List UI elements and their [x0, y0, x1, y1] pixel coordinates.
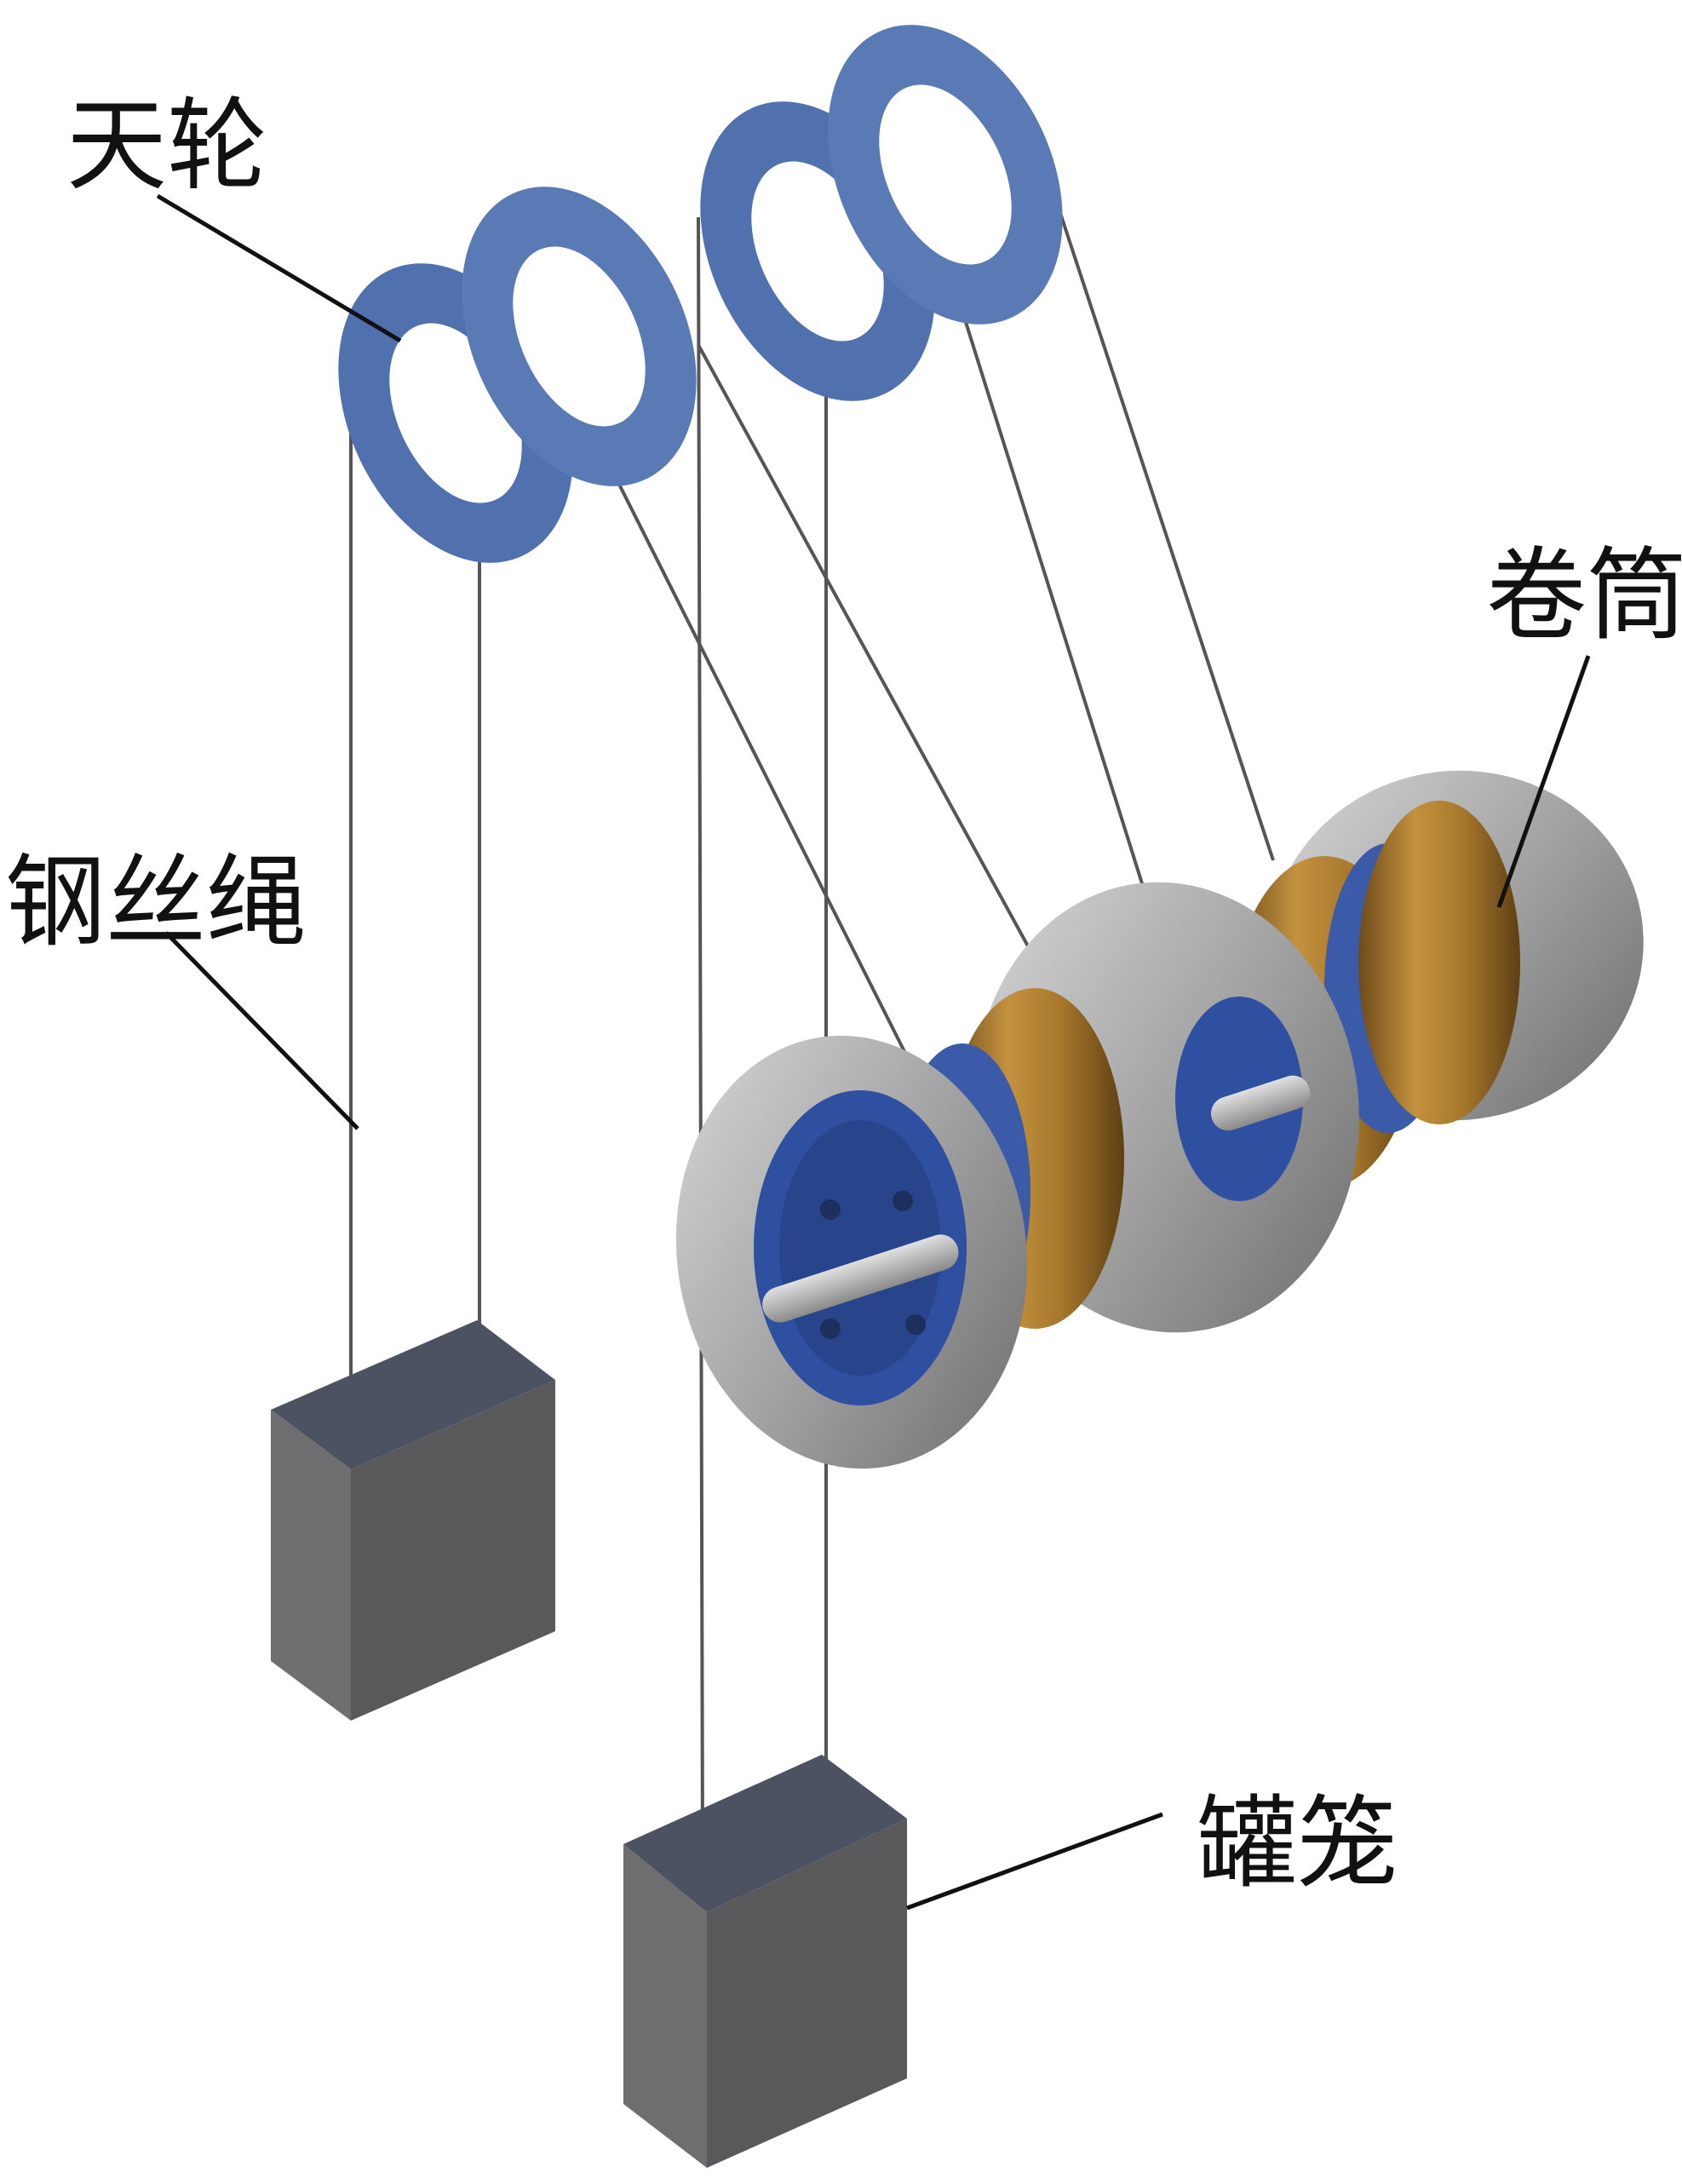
wire-rope — [697, 344, 1062, 1006]
leader-line-cage — [906, 1812, 1163, 1911]
leader-line-sheave — [156, 193, 402, 343]
cage-right — [623, 1755, 907, 2168]
drum-shaft — [762, 1234, 959, 1323]
leader-line-drum — [1496, 655, 1591, 908]
hub-hole — [893, 1191, 913, 1211]
leader-line-rope — [164, 931, 359, 1130]
drum-shaft — [1210, 1075, 1311, 1131]
drum-hub-inner — [779, 1120, 941, 1376]
hub-hole — [820, 1199, 841, 1220]
hub-hole — [905, 1314, 926, 1335]
label-head-sheave: 天轮 — [66, 87, 268, 204]
wire-rope — [1054, 199, 1275, 861]
hub-hole — [820, 1319, 841, 1339]
drum-assembly — [675, 770, 1644, 1469]
head-sheave — [828, 25, 1063, 325]
wire-rope — [935, 229, 1147, 895]
wire-rope — [586, 421, 943, 1125]
label-wire-rope: 钢丝绳 — [5, 843, 307, 961]
head-sheave — [462, 187, 697, 486]
label-cage: 罐笼 — [1197, 1785, 1398, 1902]
cage-left — [271, 1320, 555, 1721]
leader-lines — [156, 193, 1591, 1911]
label-drum: 卷筒 — [1486, 537, 1682, 654]
wire-rope — [697, 216, 704, 1854]
